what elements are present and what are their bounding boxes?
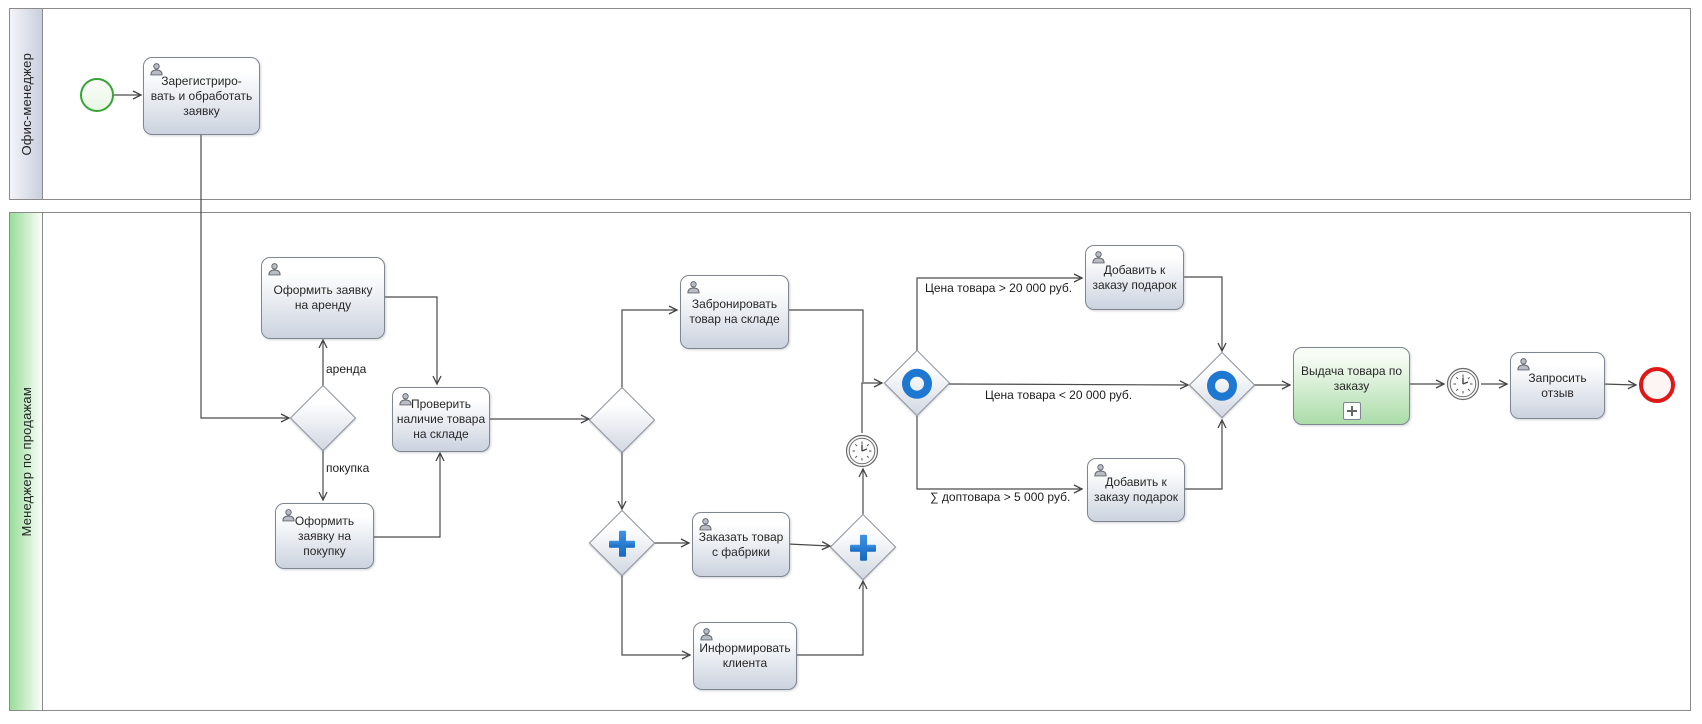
task-label: Зарегистриро- вать и обработать заявку	[150, 73, 253, 118]
end-event[interactable]	[1639, 367, 1675, 403]
task-label: Оформить заявку на аренду	[273, 283, 373, 312]
lane-label: Менеджер по продажам	[18, 386, 34, 537]
subprocess-delivery[interactable]: Выдача товара по заказу	[1293, 347, 1410, 425]
task-add-gift-top[interactable]: Добавить к заказу подарок	[1085, 245, 1184, 310]
user-icon	[398, 392, 413, 407]
user-icon	[699, 627, 714, 642]
task-label: Выдача товара по заказу	[1300, 364, 1403, 393]
task-label: Заказать товар с фабрики	[698, 529, 784, 559]
task-add-gift-bottom[interactable]: Добавить к заказу подарок	[1087, 458, 1185, 522]
flow-label-rent: аренда	[326, 362, 367, 376]
parallel-plus-icon	[849, 533, 877, 561]
task-reserve-goods[interactable]: Забронировать товар на складе	[680, 275, 789, 349]
user-icon	[1091, 250, 1106, 265]
task-request-feedback[interactable]: Запросить отзыв	[1510, 352, 1605, 419]
lane-label: Офис-менеджер	[18, 52, 34, 156]
task-label: Проверить наличие товара на складе	[396, 397, 486, 441]
timer-intermediate-event-2[interactable]	[1446, 367, 1480, 401]
user-icon	[149, 62, 164, 77]
task-label: Оформить заявку на покупку	[294, 513, 355, 558]
task-order-factory[interactable]: Заказать товар с фабрики	[692, 512, 790, 577]
user-icon	[698, 517, 713, 532]
inclusive-circle-icon	[902, 368, 932, 398]
task-label: Добавить к заказу подарок	[1092, 262, 1177, 292]
task-register-request[interactable]: Зарегистриро- вать и обработать заявку	[143, 57, 260, 135]
start-event[interactable]	[80, 78, 114, 112]
task-label: Запросить отзыв	[1528, 370, 1587, 400]
subprocess-plus-icon	[1342, 402, 1361, 420]
task-check-stock[interactable]: Проверить наличие товара на складе	[392, 387, 490, 452]
pool-office-manager: Офис-менеджер	[9, 8, 1691, 200]
flow-label-price-lt: Цена товара < 20 000 руб.	[985, 388, 1133, 402]
timer-icon	[845, 434, 879, 468]
timer-icon	[1446, 367, 1480, 401]
task-label: Добавить к заказу подарок	[1093, 475, 1179, 504]
flow-label-price-gt: Цена товара > 20 000 руб.	[925, 281, 1073, 295]
user-icon	[281, 508, 296, 523]
task-inform-client[interactable]: Информировать клиента	[693, 622, 797, 690]
flow-label-purchase: покупка	[326, 461, 370, 475]
task-label: Забронировать товар на складе	[689, 297, 780, 326]
task-rent-request[interactable]: Оформить заявку на аренду	[261, 257, 385, 339]
task-label: Информировать клиента	[699, 641, 791, 670]
user-icon	[267, 262, 282, 277]
user-icon	[686, 280, 701, 295]
lane-header-office-manager[interactable]: Офис-менеджер	[10, 9, 43, 199]
flow-label-sum-gt: ∑ доптовара > 5 000 руб.	[930, 490, 1071, 504]
inclusive-circle-icon	[1207, 370, 1237, 400]
lane-header-sales-manager[interactable]: Менеджер по продажам	[10, 213, 43, 710]
user-icon	[1093, 463, 1108, 478]
parallel-plus-icon	[608, 529, 636, 557]
user-icon	[1516, 357, 1531, 372]
timer-intermediate-event-1[interactable]	[845, 434, 879, 468]
task-purchase-request[interactable]: Оформить заявку на покупку	[275, 503, 374, 569]
